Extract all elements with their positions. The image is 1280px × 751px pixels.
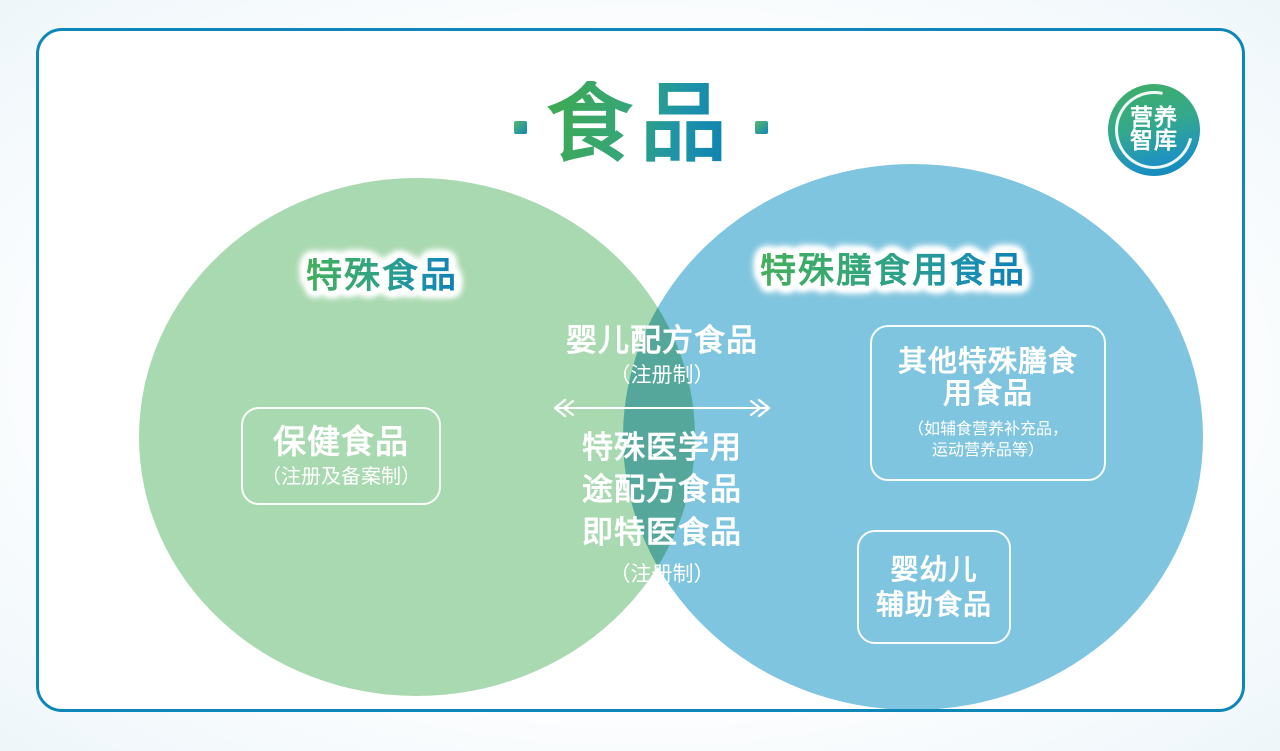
double-headed-arrow-icon [553, 398, 771, 418]
infant-supplementary-title: 婴幼儿 辅助食品 [876, 552, 992, 622]
infant-formula-subtitle: （注册制） [609, 363, 715, 388]
venn-overlap-content: 婴儿配方食品 （注册制） 特殊医学用 途配方食品 即特医食品 （注册制） [517, 324, 807, 588]
other-special-dietary-subtitle-line-1: （如辅食营养补充品， [907, 418, 1068, 438]
brand-logo-badge: 营养 智库 [1108, 84, 1200, 176]
fsmp-subtitle: （注册制） [609, 561, 715, 586]
logo-text: 营养 智库 [1130, 104, 1178, 154]
fsmp-title-line-2: 途配方食品 [582, 472, 742, 509]
diagram-frame: 食品 营养 智库 特殊食品 特殊膳食用食品 保健食品 （注册及备案制） 其他特殊… [36, 28, 1245, 712]
fsmp-title-line-1: 特殊医学用 [582, 430, 742, 467]
other-special-dietary-title-line-2: 用食品 [942, 376, 1033, 411]
logo-line-2: 智库 [1130, 128, 1178, 154]
other-special-dietary-subtitle-line-2: 运动营养品等） [931, 440, 1044, 460]
health-food-title: 保健食品 [273, 421, 409, 461]
infant-formula-title: 婴儿配方食品 [566, 323, 758, 359]
venn-circle-right [623, 164, 1203, 709]
category-box-infant-supplementary-food: 婴幼儿 辅助食品 [857, 530, 1011, 644]
other-special-dietary-title-line-1: 其他特殊膳食 [897, 343, 1078, 378]
venn-circle-right-label: 特殊膳食用食品 [760, 250, 1027, 291]
fsmp-title: 特殊医学用 途配方食品 即特医食品 [517, 427, 807, 553]
other-special-dietary-subtitle: （如辅食营养补充品， 运动营养品等） [908, 418, 1068, 461]
logo-line-1: 营养 [1130, 104, 1178, 131]
other-special-dietary-title: 其他特殊膳食 用食品 [880, 345, 1096, 410]
venn-circle-left-label: 特殊食品 [306, 255, 459, 296]
category-box-health-food: 保健食品 （注册及备案制） [241, 407, 441, 505]
health-food-subtitle: （注册及备案制） [261, 464, 421, 489]
category-box-other-special-dietary: 其他特殊膳食 用食品 （如辅食营养补充品， 运动营养品等） [870, 325, 1106, 481]
fsmp-title-line-3: 即特医食品 [582, 514, 742, 551]
infant-supplementary-title-line-2: 辅助食品 [875, 588, 992, 621]
venn-circle-left [139, 178, 695, 696]
infant-supplementary-title-line-1: 婴幼儿 [890, 553, 978, 586]
venn-diagram: 特殊食品 特殊膳食用食品 保健食品 （注册及备案制） 其他特殊膳食 用食品 （如… [39, 31, 1242, 709]
